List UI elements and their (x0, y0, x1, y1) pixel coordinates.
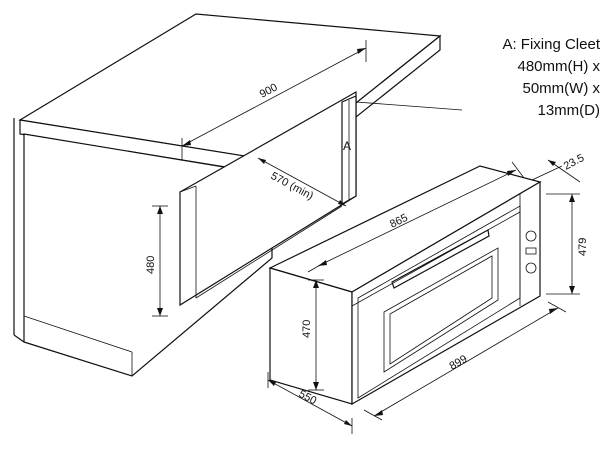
opening-inner-edge (195, 205, 343, 299)
oven-front (351, 180, 541, 406)
cabinet-plinth-line (23, 315, 133, 353)
dim-panel-depth: 23.5 (531, 152, 587, 183)
dim-cabinet-height: 480 (145, 205, 168, 317)
cleat-marker: A (343, 139, 351, 153)
opening-inner-edge (179, 185, 197, 193)
display-icon (525, 247, 537, 255)
dim-cabinet-width: 900 (181, 40, 367, 160)
label-cabinet-height: 480 (145, 256, 157, 274)
cleat-leader-line (355, 101, 463, 111)
fixing-cleat-note: A: Fixing Cleet 480mm(H) x 50mm(W) x 13m… (440, 34, 600, 122)
label-panel-depth: 23.5 (562, 152, 587, 173)
oven-door-window (383, 247, 499, 373)
dim-panel-height: 479 (546, 193, 589, 295)
cabinet-side-edge (13, 334, 25, 343)
dim-oven-height: 470 (301, 279, 324, 391)
oven-door-handle (391, 229, 490, 289)
fascia-band (351, 211, 521, 307)
note-line-height: 480mm(H) x (517, 58, 600, 75)
control-knob-icon (525, 262, 537, 274)
note-line-title: A: Fixing Cleet (502, 36, 600, 53)
oven-door-window-inner (389, 255, 493, 365)
label-oven-height: 470 (301, 320, 313, 338)
oven (268, 165, 542, 406)
label-panel-height: 479 (577, 238, 589, 256)
note-line-depth: 13mm(D) (537, 102, 601, 119)
note-line-width: 50mm(W) x (522, 80, 601, 97)
cabinet (13, 13, 442, 377)
control-knob-icon (525, 230, 537, 242)
label-oven-overall-width: 899 (448, 353, 470, 373)
